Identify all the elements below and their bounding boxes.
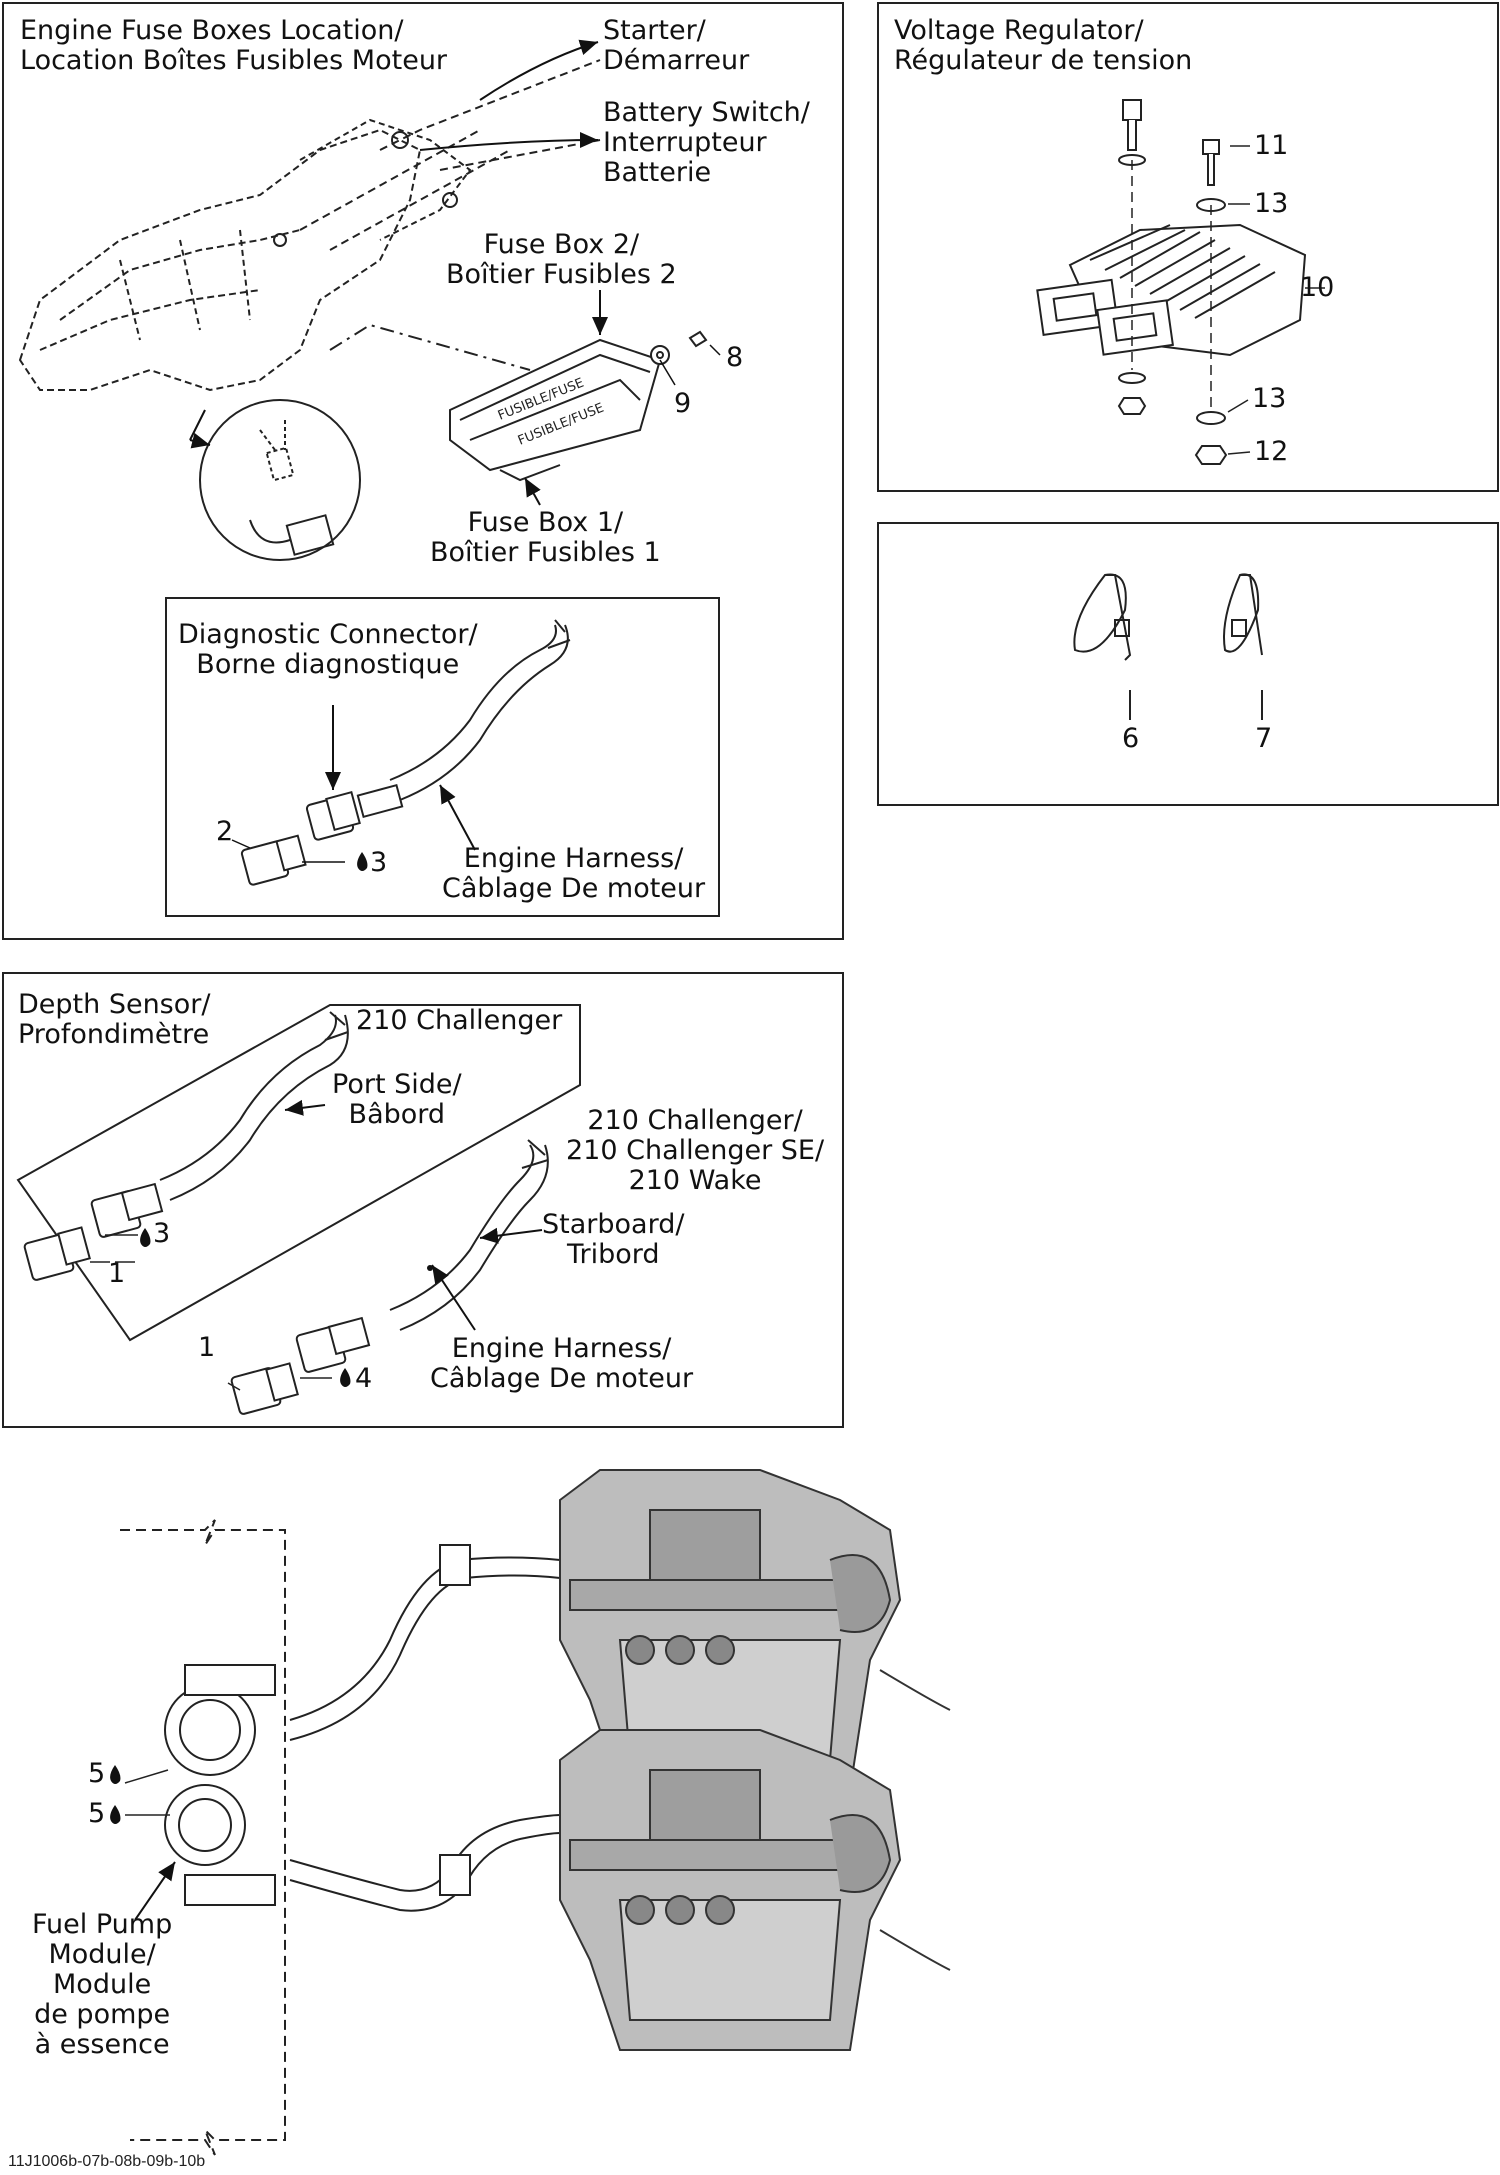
regulator-title-line1: Voltage Regulator/ — [894, 15, 1144, 46]
part-number-6: 6 — [1122, 723, 1140, 754]
diagnostic-title-line2: Borne diagnostique — [196, 649, 460, 680]
fuse-panel-title-line1: Engine Fuse Boxes Location/ — [20, 15, 404, 46]
engine-upper — [559, 1469, 951, 1791]
models-line3: 210 Wake — [628, 1165, 762, 1196]
part-number-5b: 5 — [88, 1798, 106, 1829]
part-number-4: 4 — [355, 1363, 373, 1394]
models-label: 210 Challenger/ 210 Challenger SE/ 210 W… — [566, 1106, 824, 1196]
regulator-title: Voltage Regulator/ Régulateur de tension — [894, 16, 1192, 76]
fuse-panel-title-line2: Location Boîtes Fusibles Moteur — [20, 45, 448, 76]
fuel-pump-line4: de pompe — [34, 1999, 171, 2030]
part-number-8: 8 — [726, 342, 744, 373]
battery-switch-line1: Battery Switch/ — [603, 97, 810, 128]
starboard-line2: Tribord — [566, 1239, 660, 1270]
engine-harness-label-depth: Engine Harness/ Câblage De moteur — [430, 1334, 693, 1394]
diagnostic-title: Diagnostic Connector/ Borne diagnostique — [178, 620, 478, 680]
cable-ties-art — [1073, 573, 1263, 720]
part-number-10: 10 — [1300, 272, 1335, 303]
engine-harness-diag-line1: Engine Harness/ — [463, 843, 684, 874]
starboard-label: Starboard/ Tribord — [542, 1210, 684, 1270]
fuse-box-1-label: Fuse Box 1/ Boîtier Fusibles 1 — [430, 508, 661, 568]
regulator-title-line2: Régulateur de tension — [894, 45, 1193, 76]
depth-sensor-title: Depth Sensor/ Profondimètre — [18, 990, 210, 1050]
fuse-box-2-line2: Boîtier Fusibles 2 — [446, 259, 677, 290]
part-number-13a: 13 — [1254, 188, 1289, 219]
models-line2: 210 Challenger SE/ — [566, 1135, 825, 1166]
grease-drop-icon-5b — [110, 1805, 121, 1824]
engine-harness-depth-line1: Engine Harness/ — [451, 1333, 672, 1364]
engine-harness-label-diag: Engine Harness/ Câblage De moteur — [442, 844, 705, 904]
fuse-box-1-line2: Boîtier Fusibles 1 — [430, 537, 661, 568]
starboard-line1: Starboard/ — [542, 1209, 685, 1240]
diagnostic-title-line1: Diagnostic Connector/ — [178, 619, 478, 650]
part-number-7: 7 — [1255, 723, 1273, 754]
engine-lower — [559, 1729, 951, 2051]
part-number-5a: 5 — [88, 1758, 106, 1789]
fuel-pump-line2: Module/ — [48, 1939, 156, 1970]
depth-sensor-title-line2: Profondimètre — [18, 1019, 210, 1050]
port-side-label: Port Side/ Bâbord — [332, 1070, 462, 1130]
depth-connectors — [23, 1182, 371, 1415]
battery-switch-line3: Batterie — [603, 157, 712, 188]
fuel-pump-label: Fuel Pump Module/ Module de pompe à esse… — [32, 1910, 172, 2060]
part-number-1a: 1 — [108, 1258, 126, 1289]
grease-drop-icon — [357, 852, 368, 871]
grease-drop-icon-4 — [340, 1368, 351, 1387]
part-number-1b: 1 — [198, 1332, 216, 1363]
port-side-line1: Port Side/ — [332, 1069, 462, 1100]
fuse-box-assembly: FUSIBLE/FUSE FUSIBLE/FUSE — [449, 330, 708, 482]
engine-harness-diag-line2: Câblage De moteur — [442, 873, 706, 904]
part-number-3-depth: 3 — [153, 1218, 171, 1249]
port-side-line2: Bâbord — [348, 1099, 446, 1130]
battery-switch-line2: Interrupteur — [603, 127, 767, 158]
depth-sensor-title-line1: Depth Sensor/ — [18, 989, 211, 1020]
fuse-panel-title: Engine Fuse Boxes Location/ Location Boî… — [20, 16, 447, 76]
fuel-pump-line5: à essence — [34, 2029, 170, 2060]
challenger-label: 210 Challenger — [356, 1005, 563, 1036]
fuel-pump-line3: Module — [53, 1969, 152, 2000]
figure-code: 11J1006b-07b-08b-09b-10b — [8, 2153, 206, 2170]
starter-label: Starter/ Démarreur — [603, 16, 749, 76]
models-line1: 210 Challenger/ — [587, 1105, 803, 1136]
fuse-box-2-label: Fuse Box 2/ Boîtier Fusibles 2 — [446, 230, 677, 290]
depth-sensor-outline — [16, 1004, 581, 1342]
grease-drop-icon-5a — [110, 1765, 121, 1784]
starter-label-line1: Starter/ — [603, 15, 706, 46]
part-number-13b: 13 — [1252, 383, 1287, 414]
fuel-section-art — [120, 1519, 561, 2156]
part-number-12: 12 — [1254, 436, 1289, 467]
part-number-9: 9 — [674, 388, 692, 419]
part-number-2: 2 — [216, 816, 234, 847]
voltage-regulator-art — [1036, 99, 1307, 465]
fuse-box-1-line1: Fuse Box 1/ — [467, 507, 624, 538]
battery-switch-label: Battery Switch/ Interrupteur Batterie — [603, 98, 810, 188]
depth-sensor-harnesses — [159, 1011, 549, 1331]
detail-magnifier — [199, 399, 361, 561]
hull-structure — [18, 59, 601, 392]
diagnostic-harness — [240, 619, 571, 886]
fuse-box-2-line1: Fuse Box 2/ — [483, 229, 640, 260]
part-number-11: 11 — [1254, 130, 1289, 161]
grease-drop-icon-3 — [140, 1228, 151, 1247]
engine-harness-depth-line2: Câblage De moteur — [430, 1363, 694, 1394]
fuel-pump-line1: Fuel Pump — [32, 1909, 173, 1940]
part-number-3-diag: 3 — [370, 847, 388, 878]
cable-ties-panel — [877, 522, 1499, 806]
starter-label-line2: Démarreur — [603, 45, 750, 76]
